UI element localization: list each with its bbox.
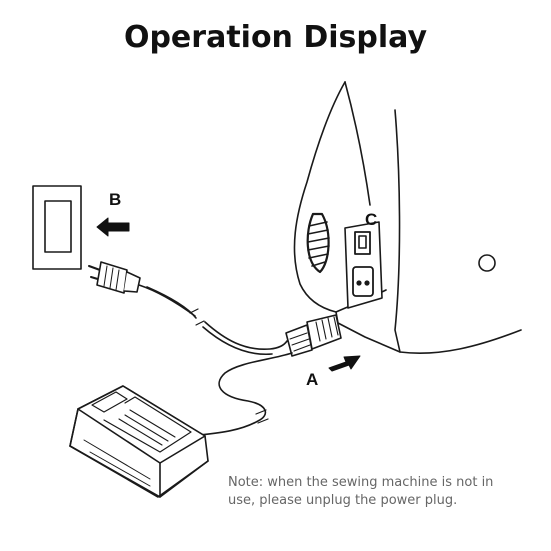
power-cord bbox=[202, 326, 273, 356]
power-socket-icon bbox=[352, 266, 374, 297]
sewing-machine-icon bbox=[293, 81, 522, 355]
vent-grille-icon bbox=[306, 212, 330, 274]
power-cord bbox=[138, 284, 196, 317]
power-switch-icon bbox=[354, 231, 371, 255]
diagram-title: Operation Display bbox=[123, 20, 428, 55]
power-plug-icon bbox=[88, 261, 141, 294]
foot-pedal-icon bbox=[69, 385, 209, 498]
power-cord bbox=[146, 286, 197, 319]
label-b: B bbox=[109, 190, 121, 209]
connector-plug-icon bbox=[285, 314, 342, 357]
unplug-note: Note: when the sewing machine is not in … bbox=[228, 474, 543, 510]
label-c: C bbox=[365, 210, 377, 229]
note-line-2: use, please unplug the power plug. bbox=[228, 493, 458, 508]
wall-outlet-icon bbox=[32, 185, 82, 270]
round-knob-icon bbox=[478, 254, 496, 272]
power-cord bbox=[204, 321, 288, 350]
label-a: A bbox=[306, 370, 318, 389]
arrow-a-icon bbox=[328, 355, 361, 372]
note-line-1: Note: when the sewing machine is not in bbox=[228, 475, 494, 490]
pedal-cord bbox=[199, 352, 293, 436]
arrow-b-icon bbox=[96, 217, 130, 237]
